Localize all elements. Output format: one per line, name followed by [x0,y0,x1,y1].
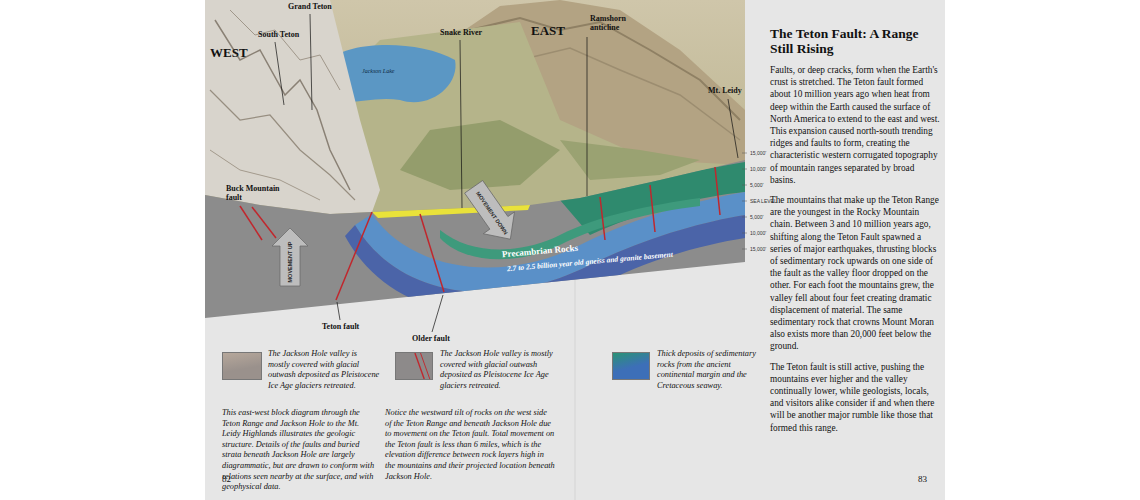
legend-swatch [222,352,262,380]
fault-label: Older fault [412,334,450,343]
elevation-label: SEA LEVEL [750,198,777,204]
fault-label: Teton fault [322,322,359,331]
elevation-label: 15,000' [750,150,766,156]
elevation-label: 10,000' [750,230,766,236]
legend-text: Thick deposits of sedimentary rocks from… [657,349,769,391]
lake-label: Jackson Lake [362,68,395,75]
page-title: The Teton Fault: A Range Still Rising [770,26,942,56]
peak-label: Grand Teton [288,2,332,11]
legend-text: The Jackson Hole valley is mostly covere… [268,349,380,391]
arrow-label: MOVEMENT UP [287,242,293,283]
elevation-label: 5,000' [750,182,763,188]
elevation-label: 15,000' [750,246,766,252]
legend-text: The Jackson Hole valley is mostly covere… [440,349,556,391]
page-number: 82 [222,474,231,484]
body-paragraph: The mountains that make up the Teton Ran… [770,194,942,353]
caption-note: This east-west block diagram through the… [222,408,378,493]
elevation-label: 5,000' [750,214,763,220]
river-label: Snake River [440,28,482,37]
page-number: 83 [918,474,927,484]
structure-label: Ramshorn anticline [590,14,642,32]
peak-label: Mt. Leidy [708,86,742,95]
peak-label: South Teton [258,30,299,39]
direction-label: EAST [531,24,565,38]
legend-swatch [395,352,433,380]
legend-swatch [612,352,650,380]
body-paragraph: The Teton fault is still active, pushing… [770,361,942,434]
caption-note: Notice the westward tilt of rocks on the… [385,408,555,482]
text-column: The Teton Fault: A Range Still RisingFau… [770,26,942,442]
elevation-label: 10,000' [750,166,766,172]
body-paragraph: Faults, or deep cracks, form when the Ea… [770,64,942,186]
direction-label: WEST [210,46,248,60]
fault-label: Buck Mountain fault [226,184,288,202]
